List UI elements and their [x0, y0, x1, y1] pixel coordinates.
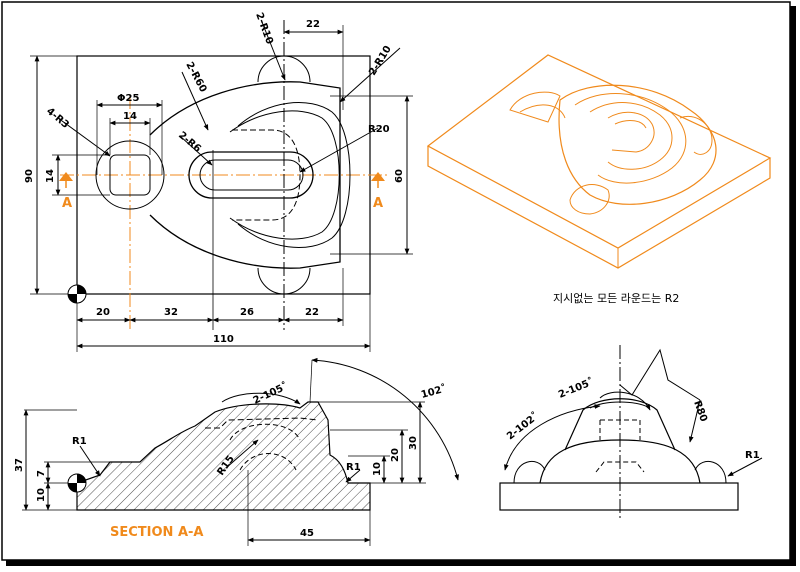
main-shell-outline	[149, 81, 341, 269]
section-view	[22, 357, 459, 546]
section-hidden-arc-2	[239, 453, 297, 471]
iso-slot	[607, 111, 655, 153]
slot-outer	[188, 151, 314, 199]
dim-10-left: 10	[36, 488, 47, 502]
dim-26: 26	[240, 307, 254, 318]
iso-front-dome	[569, 184, 610, 215]
ext-line	[309, 359, 313, 403]
leader-r80	[688, 399, 701, 443]
dim-arc-2-102	[503, 404, 601, 471]
dim-r20: R20	[368, 124, 390, 135]
leader-r1-side	[727, 457, 763, 477]
side-view	[499, 345, 763, 520]
leader-r15	[225, 439, 259, 469]
dim-phi25: Φ25	[117, 93, 139, 104]
iso-groove-2	[589, 102, 673, 170]
section-label-right: A	[373, 196, 383, 211]
iso-note: 지시없는 모든 라운드는 R2	[553, 292, 679, 305]
lower-dome	[257, 267, 311, 295]
leader-2r10-a	[261, 21, 286, 81]
dim-20: 20	[96, 307, 110, 318]
iso-left-boss	[509, 91, 561, 123]
left-boss-circle	[95, 140, 165, 210]
groove-outer	[229, 110, 340, 240]
dim-14-top: 14	[123, 111, 137, 122]
iso-back-dome	[679, 116, 713, 155]
dim-22-bottom: 22	[305, 307, 319, 318]
section-hidden-arc	[229, 423, 301, 441]
dim-30: 30	[408, 436, 419, 450]
dim-45: 45	[300, 528, 314, 539]
left-boss-square	[109, 154, 151, 196]
section-hidden-top	[205, 417, 319, 429]
iso-shell	[558, 84, 717, 205]
groove-hidden	[232, 129, 301, 221]
dim-60: 60	[394, 169, 405, 183]
dim-r1-left: R1	[72, 436, 87, 447]
dim-7: 7	[36, 470, 47, 477]
leader-2r10-b	[339, 47, 401, 103]
dim-20: 20	[390, 448, 401, 462]
iso-left-boss-2	[519, 104, 566, 119]
upper-dome	[257, 55, 311, 83]
dim-14-left: 14	[45, 169, 56, 183]
dim-22-top: 22	[306, 19, 320, 30]
leader-r1-right	[345, 469, 361, 483]
leader-r1-left	[79, 445, 101, 477]
dim-32: 32	[164, 307, 178, 318]
dim-37: 37	[14, 458, 25, 472]
groove-outer-2	[237, 102, 351, 248]
side-right-dome	[694, 461, 727, 484]
side-base	[499, 482, 739, 511]
dim-10-right: 10	[372, 462, 383, 476]
leader-2r60	[181, 71, 209, 131]
dim-110: 110	[213, 334, 234, 345]
dim-arc-2-105	[599, 391, 651, 411]
leader-4r3	[57, 117, 111, 157]
leader-r20	[299, 127, 379, 173]
side-dim-r1: R1	[745, 450, 760, 461]
top-view	[30, 20, 413, 352]
dim-arc-105	[221, 392, 301, 405]
side-break-line	[619, 348, 701, 401]
dim-90: 90	[24, 169, 35, 183]
iso-slot-2	[614, 120, 647, 129]
dim-arc-102	[311, 357, 459, 481]
leader-2r6	[179, 135, 213, 166]
dim-r1-right: R1	[346, 462, 361, 473]
section-title: SECTION A-A	[110, 525, 203, 540]
datum-symbol-section	[67, 473, 87, 493]
datum-symbol-top	[67, 284, 87, 304]
isometric-view	[426, 54, 772, 269]
iso-groove	[574, 93, 687, 184]
section-label-left: A	[62, 196, 72, 211]
slot-inner	[199, 159, 304, 191]
